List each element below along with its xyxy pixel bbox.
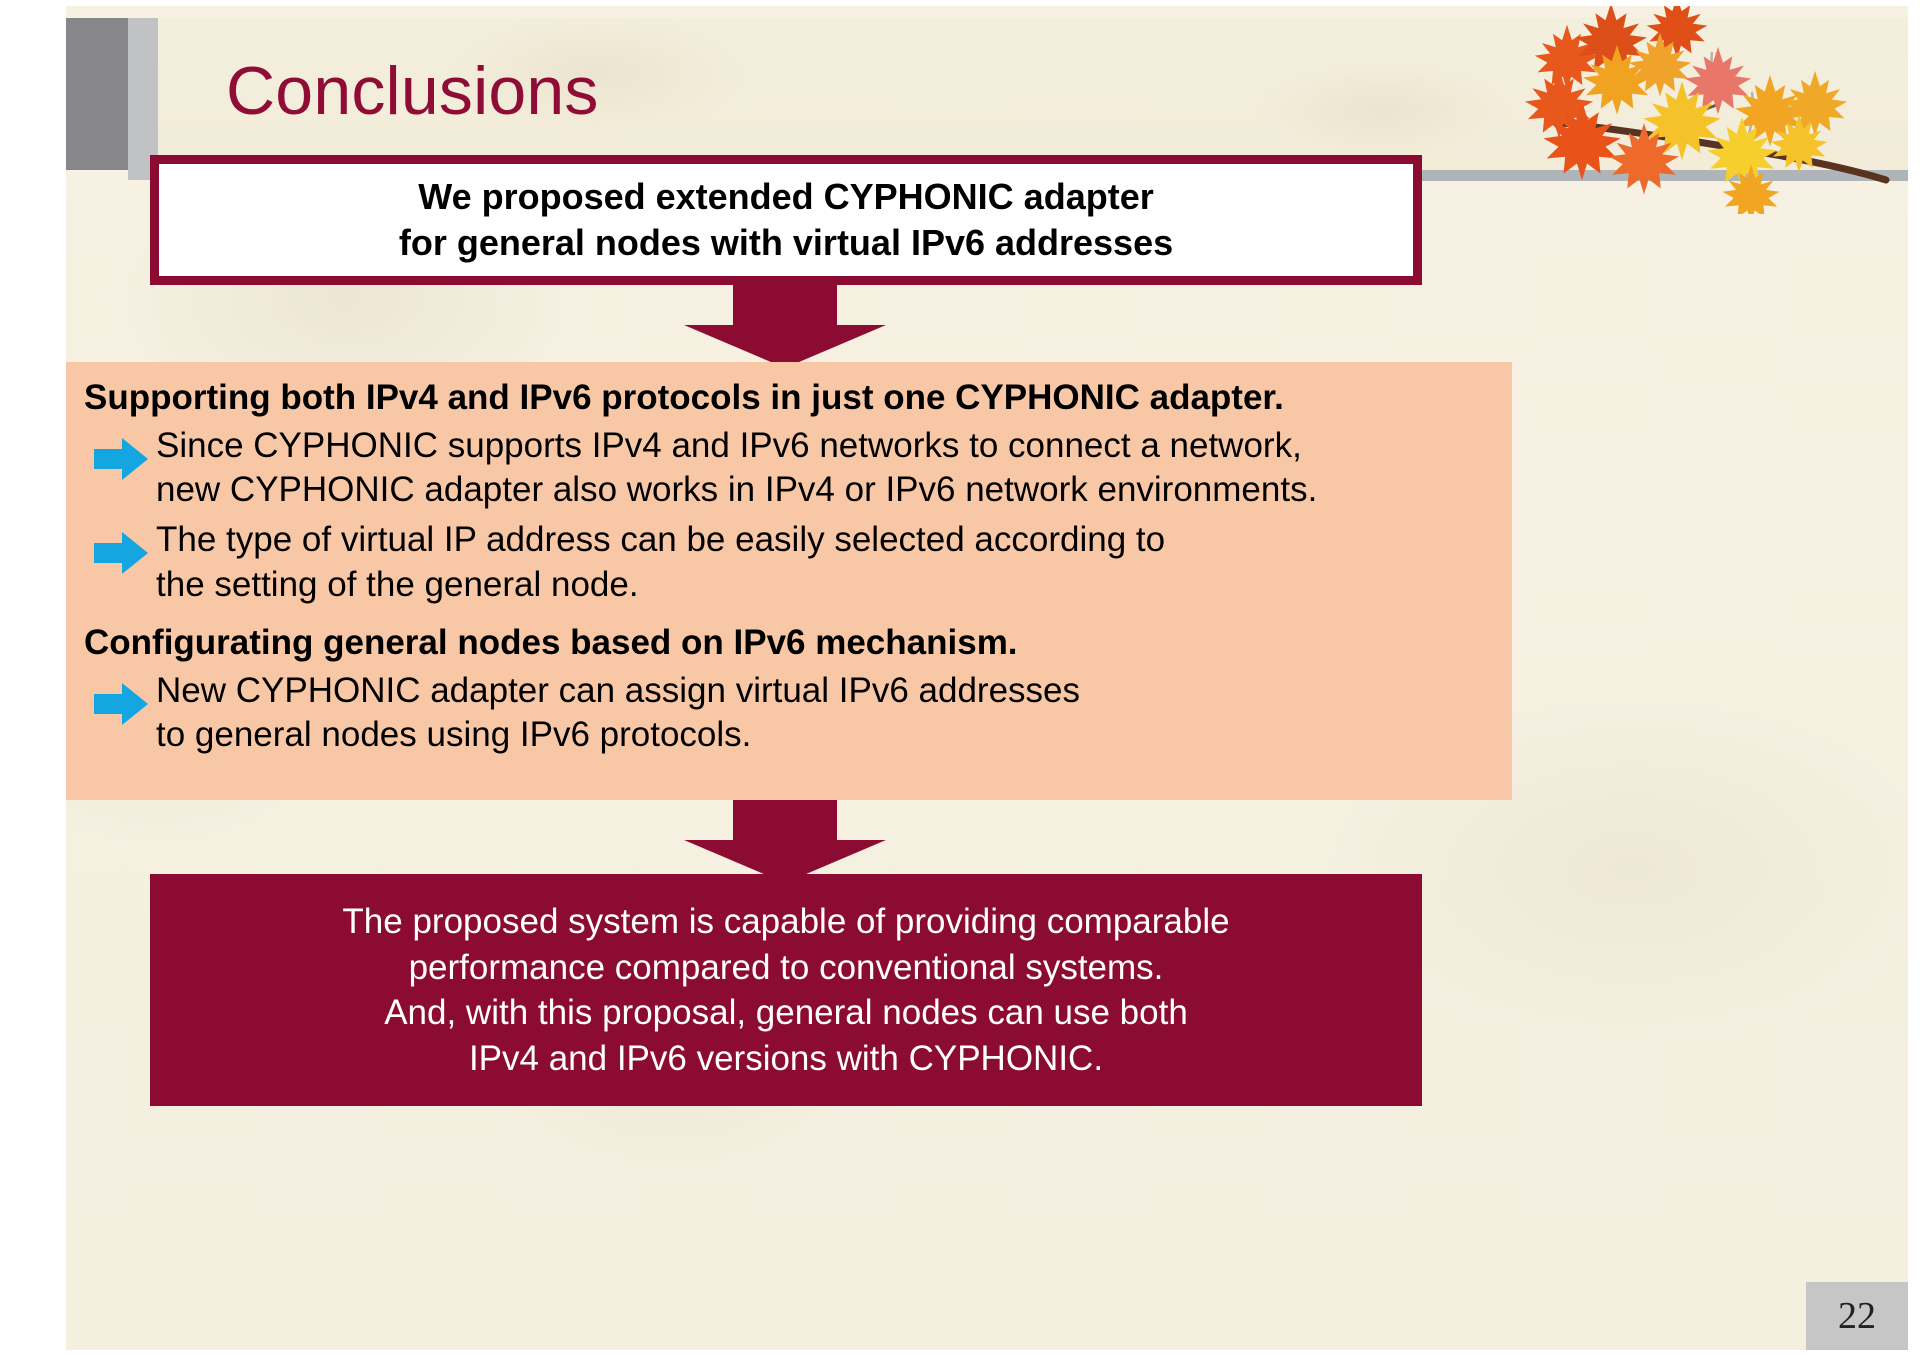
- proposal-text: We proposed extended CYPHONIC adapter fo…: [399, 174, 1173, 266]
- bullet-item: The type of virtual IP address can be ea…: [66, 512, 1512, 606]
- proposal-line-2: for general nodes with virtual IPv6 addr…: [398, 222, 1174, 263]
- section-heading: Supporting both IPv4 and IPv6 protocols …: [84, 378, 1284, 417]
- bullet-item: Since CYPHONIC supports IPv4 and IPv6 ne…: [66, 418, 1512, 512]
- bullet-text: New CYPHONIC adapter can assign virtual …: [150, 669, 1080, 757]
- header-grey-bar: [128, 18, 158, 180]
- bullet-line-2: the setting of the general node.: [156, 564, 639, 604]
- frame-right: [1908, 0, 1920, 1358]
- arrow-shaft: [733, 285, 837, 325]
- arrow-head: [684, 325, 886, 368]
- bullet-item: New CYPHONIC adapter can assign virtual …: [66, 663, 1512, 757]
- conclusion-text: The proposed system is capable of provid…: [342, 899, 1229, 1081]
- blue-arrow-icon: [92, 681, 150, 727]
- frame-left: [0, 0, 66, 1358]
- conclusion-line-2: performance compared to conventional sys…: [408, 947, 1164, 987]
- down-arrow-icon: [680, 285, 890, 368]
- conclusion-line-4: IPv4 and IPv6 versions with CYPHONIC.: [468, 1038, 1104, 1078]
- arrow-shaft: [733, 800, 837, 840]
- header-dark-bar: [66, 18, 128, 170]
- conclusions-body-panel: Supporting both IPv4 and IPv6 protocols …: [66, 362, 1512, 800]
- proposal-statement-box: We proposed extended CYPHONIC adapter fo…: [150, 155, 1422, 285]
- bullet-line-1: The type of virtual IP address can be ea…: [156, 520, 1166, 560]
- bullet-line-1: New CYPHONIC adapter can assign virtual …: [156, 670, 1081, 710]
- section-configurating-nodes: Configurating general nodes based on IPv…: [66, 607, 1512, 757]
- bullet-line-2: new CYPHONIC adapter also works in IPv4 …: [156, 470, 1318, 510]
- section-heading: Configurating general nodes based on IPv…: [84, 622, 1018, 662]
- bullet-line-2: to general nodes using IPv6 protocols.: [156, 714, 752, 754]
- bullet-text: Since CYPHONIC supports IPv4 and IPv6 ne…: [150, 424, 1317, 512]
- down-arrow-icon: [680, 800, 890, 883]
- blue-arrow-icon: [92, 530, 150, 576]
- page-number: 22: [1838, 1295, 1876, 1337]
- section-supporting-protocols: Supporting both IPv4 and IPv6 protocols …: [66, 362, 1512, 607]
- page-title: Conclusions: [226, 53, 599, 129]
- final-conclusion-box: The proposed system is capable of provid…: [150, 874, 1422, 1106]
- page-number-badge: 22: [1806, 1282, 1908, 1350]
- conclusion-line-1: The proposed system is capable of provid…: [342, 902, 1230, 941]
- bullet-text: The type of virtual IP address can be ea…: [150, 518, 1165, 606]
- bullet-line-1: Since CYPHONIC supports IPv4 and IPv6 ne…: [156, 426, 1302, 466]
- frame-bottom: [0, 1350, 1920, 1358]
- blue-arrow-icon: [92, 436, 150, 482]
- conclusion-line-3: And, with this proposal, general nodes c…: [384, 993, 1188, 1032]
- frame-top: [0, 0, 1920, 6]
- proposal-line-1: We proposed extended CYPHONIC adapter: [418, 175, 1154, 217]
